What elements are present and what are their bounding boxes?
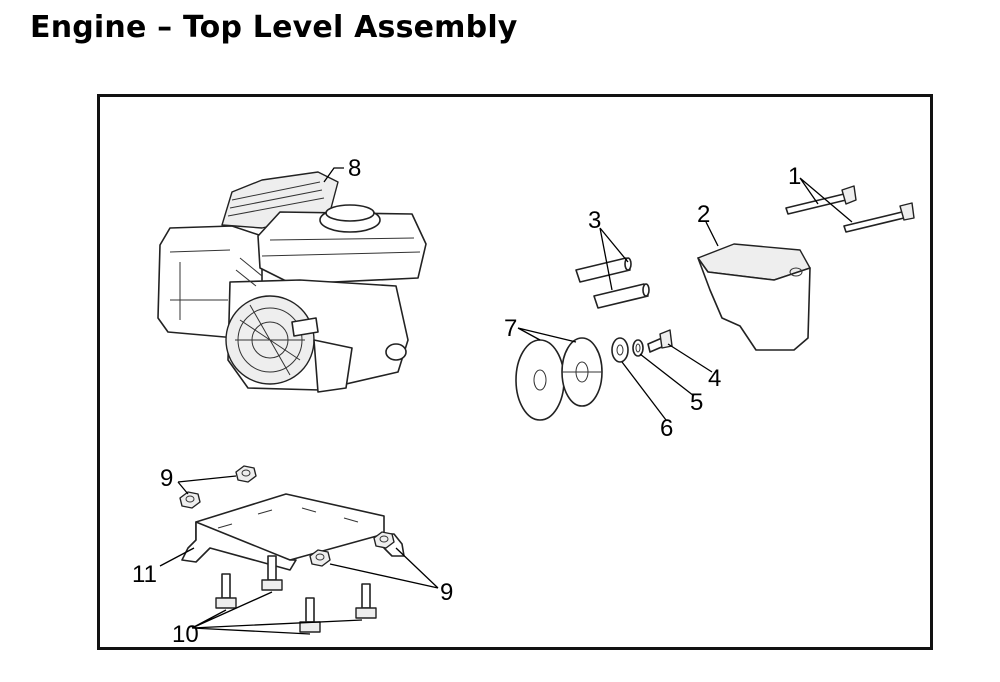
callout-5: 5 — [690, 389, 703, 416]
callout-8: 8 — [348, 155, 361, 182]
long-bolt-upper — [785, 185, 857, 215]
nut-2 — [179, 491, 201, 509]
mount-bolt-4 — [355, 583, 377, 619]
page-title: Engine – Top Level Assembly — [30, 10, 518, 45]
pulley-right — [561, 337, 603, 407]
callout-2: 2 — [697, 201, 710, 228]
callout-11: 11 — [132, 561, 157, 588]
callout-9-lower: 9 — [440, 579, 453, 606]
nut-4 — [309, 549, 331, 567]
flat-washer — [611, 337, 629, 363]
nut-1 — [235, 465, 257, 483]
nut-3 — [373, 531, 395, 549]
leader-lines — [159, 167, 853, 635]
mount-bolt-3 — [299, 597, 321, 633]
callout-9-upper: 9 — [160, 465, 173, 492]
lock-washer — [632, 339, 644, 357]
mount-bolt-2 — [261, 555, 283, 591]
pulley-left — [515, 339, 565, 421]
callout-1: 1 — [788, 163, 801, 190]
sleeve-upper — [575, 257, 632, 283]
engine-mount-plate — [181, 493, 405, 571]
engine-assembly — [157, 171, 427, 393]
engine-cover-plate — [697, 243, 811, 351]
callout-6: 6 — [660, 415, 673, 442]
callout-4: 4 — [708, 365, 721, 392]
short-bolt — [647, 329, 673, 353]
long-bolt-lower — [843, 202, 915, 233]
mount-bolt-1 — [215, 573, 237, 609]
callout-3: 3 — [588, 207, 601, 234]
callout-10: 10 — [172, 621, 199, 648]
sleeve-lower — [593, 283, 650, 309]
callout-7: 7 — [504, 315, 517, 342]
